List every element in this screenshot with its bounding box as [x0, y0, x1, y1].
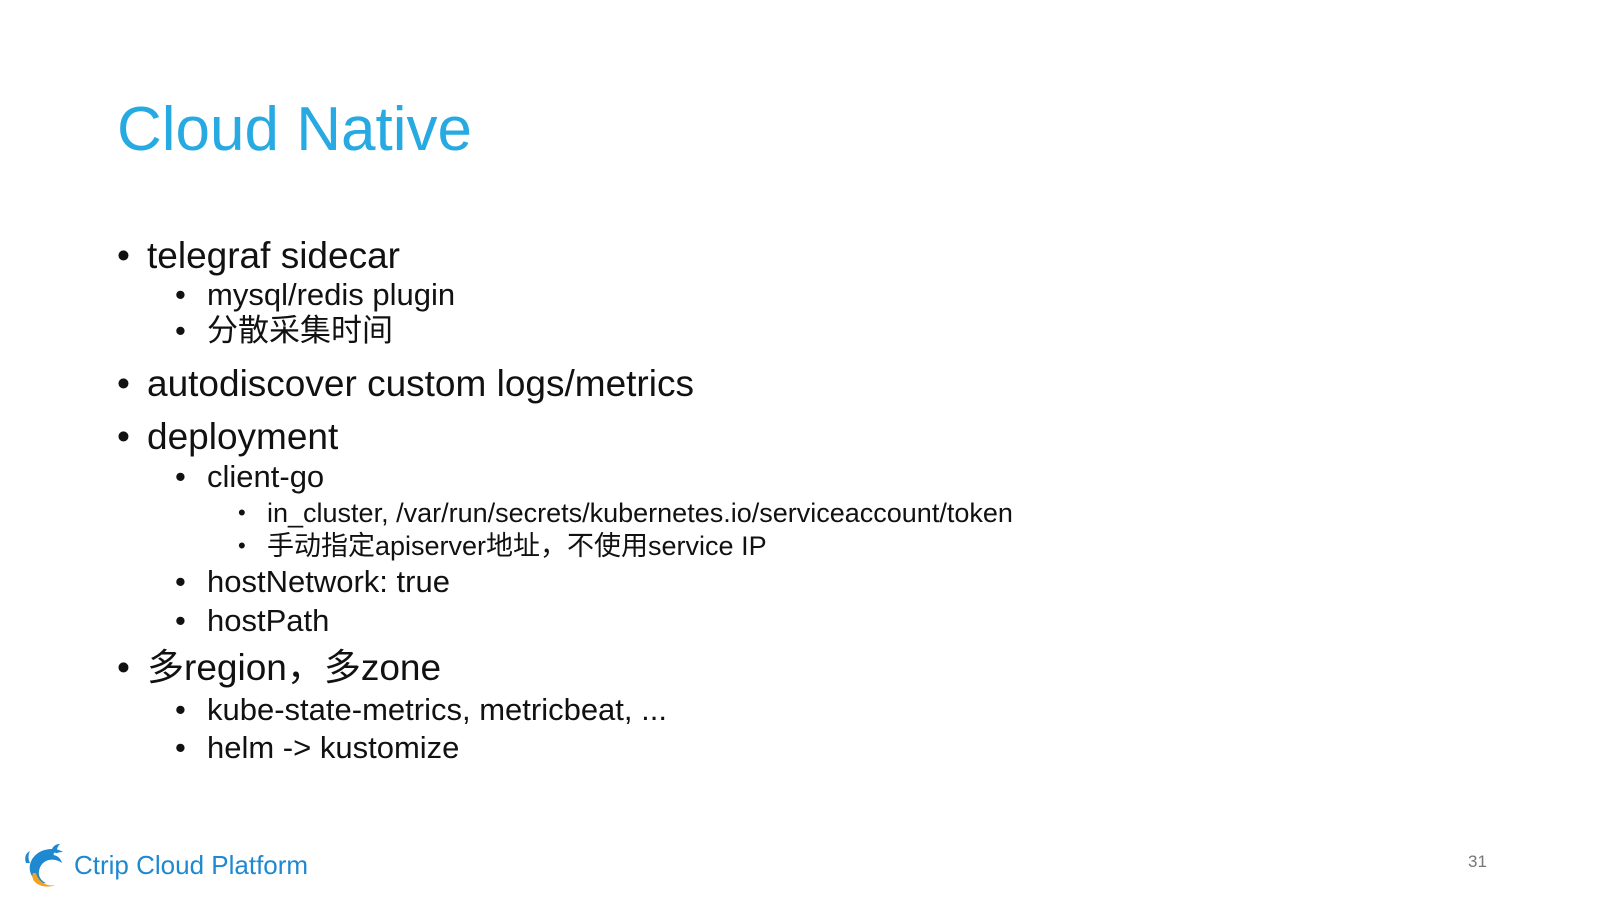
- list-item-text: in_cluster, /var/run/secrets/kubernetes.…: [267, 498, 1013, 528]
- page-number: 31: [1468, 852, 1487, 871]
- footer-brand-label: Ctrip Cloud Platform: [74, 850, 309, 880]
- list-item-text: helm -> kustomize: [207, 730, 460, 765]
- bullet-icon: •: [175, 459, 186, 494]
- list-item-text: mysql/redis plugin: [207, 277, 456, 312]
- bullet-icon: •: [117, 647, 130, 688]
- list-item-text: hostPath: [207, 603, 330, 638]
- list-item-text: telegraf sidecar: [147, 235, 400, 276]
- dolphin-logo-icon: [22, 843, 66, 889]
- bullet-icon: •: [117, 363, 130, 404]
- bullet-icon: •: [175, 603, 186, 638]
- bullet-icon: •: [117, 416, 130, 457]
- list-item-text: kube-state-metrics, metricbeat, ...: [207, 692, 667, 727]
- bullet-icon: •: [175, 564, 186, 599]
- list-item-text: 分散采集时间: [207, 313, 393, 348]
- bullet-icon: •: [175, 277, 186, 312]
- bullet-icon: •: [238, 500, 246, 525]
- list-item-text: deployment: [147, 416, 339, 457]
- bullet-icon: •: [175, 313, 186, 348]
- list-item-text: 多region，多zone: [147, 647, 442, 688]
- list-item-text: hostNetwork: true: [207, 564, 450, 599]
- bullet-icon: •: [175, 692, 186, 727]
- list-item-text: 手动指定apiserver地址，不使用service IP: [267, 531, 767, 561]
- bullet-icon: •: [175, 730, 186, 765]
- slide-title: Cloud Native: [117, 95, 472, 164]
- bullet-icon: •: [117, 235, 130, 276]
- list-item-text: client-go: [207, 459, 325, 494]
- bullet-icon: •: [238, 533, 246, 558]
- list-item-text: autodiscover custom logs/metrics: [147, 363, 694, 404]
